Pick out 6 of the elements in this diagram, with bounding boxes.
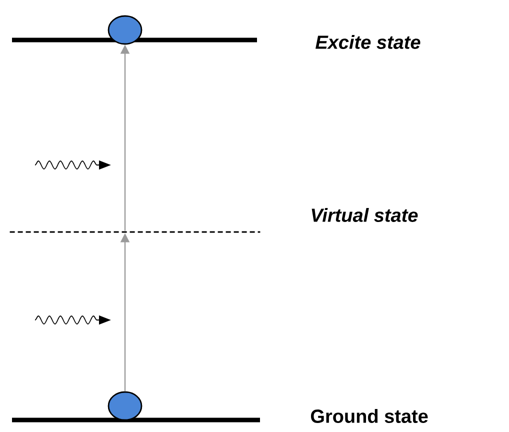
state-label: Ground state	[310, 409, 428, 423]
state-label: Virtual state	[312, 208, 418, 222]
electron-circle	[108, 15, 142, 45]
dashed-level-line	[10, 231, 260, 233]
state-label: Excite state	[316, 35, 420, 49]
electron-circle	[108, 391, 142, 421]
